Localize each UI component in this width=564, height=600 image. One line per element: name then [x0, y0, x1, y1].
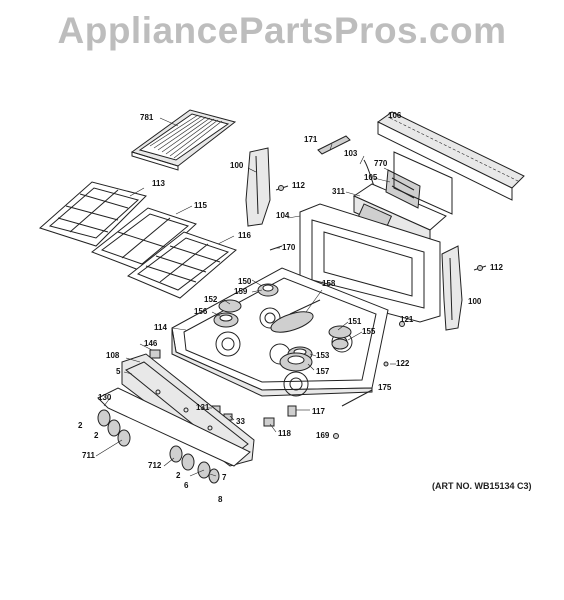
- callout-2-middle: 2: [94, 431, 99, 440]
- callout-155: 155: [362, 327, 376, 336]
- callout-2-lower: 2: [176, 471, 181, 480]
- callout-770: 770: [374, 159, 388, 168]
- center-grate-part[interactable]: [90, 207, 197, 273]
- callout-311: 311: [332, 187, 345, 196]
- control-enclosure-part[interactable]: [393, 151, 453, 215]
- watermark: AppliancePartsPros.com: [57, 10, 507, 51]
- callout-170: 170: [282, 243, 296, 252]
- callout-121: 121: [400, 315, 414, 324]
- part-146[interactable]: [149, 349, 161, 359]
- callout-146: 146: [144, 339, 158, 348]
- part-118[interactable]: [263, 417, 275, 427]
- callout-118: 118: [278, 429, 291, 438]
- fastener-121[interactable]: [399, 321, 405, 327]
- callout-150: 150: [238, 277, 252, 286]
- burner-157[interactable]: [279, 352, 313, 372]
- burner-158[interactable]: [269, 299, 321, 336]
- vent-trim-part[interactable]: [377, 111, 525, 201]
- callout-169: 169: [316, 431, 330, 440]
- callout-104: 104: [276, 211, 290, 220]
- knob-130-b[interactable]: [107, 419, 121, 437]
- burner-152[interactable]: [218, 299, 242, 313]
- fastener-169[interactable]: [333, 433, 339, 439]
- callout-116: 116: [238, 231, 251, 240]
- callout-152: 152: [204, 295, 218, 304]
- screw-112-left[interactable]: [275, 185, 289, 191]
- callout-151: 151: [348, 317, 362, 326]
- part-117[interactable]: [287, 405, 297, 417]
- knob-6[interactable]: [208, 468, 220, 484]
- griddle-part[interactable]: [130, 109, 237, 171]
- part-171[interactable]: [317, 135, 351, 155]
- right-side-trim-part[interactable]: [441, 245, 463, 331]
- callout-7: 7: [222, 473, 227, 482]
- callout-131: 131: [196, 403, 210, 412]
- callout-8: 8: [218, 495, 223, 504]
- callout-100-left: 100: [230, 161, 244, 170]
- knob-711[interactable]: [117, 429, 131, 447]
- callout-712: 712: [148, 461, 162, 470]
- callout-2-upper: 2: [78, 421, 83, 430]
- callout-122: 122: [396, 359, 410, 368]
- right-grate-part[interactable]: [127, 231, 237, 299]
- callout-158: 158: [322, 279, 336, 288]
- knob-712-a[interactable]: [169, 445, 183, 463]
- callout-106: 106: [388, 111, 402, 120]
- callout-171: 171: [304, 135, 318, 144]
- callout-130: 130: [98, 393, 112, 402]
- rod-175[interactable]: [341, 389, 373, 407]
- callout-113: 113: [152, 179, 165, 188]
- callout-6: 6: [184, 481, 189, 490]
- callout-781: 781: [140, 113, 154, 122]
- fastener-122[interactable]: [383, 361, 389, 367]
- callout-112-left: 112: [292, 181, 305, 190]
- callout-103: 103: [344, 149, 358, 158]
- burner-150[interactable]: [257, 283, 279, 297]
- burner-156[interactable]: [213, 312, 239, 328]
- knob-130-a[interactable]: [97, 409, 111, 427]
- callout-711: 711: [82, 451, 95, 460]
- burner-155[interactable]: [331, 338, 349, 350]
- callout-156: 156: [194, 307, 208, 316]
- callout-105: 105: [364, 173, 378, 182]
- callout-100-right: 100: [468, 297, 482, 306]
- callout-33: 33: [236, 417, 245, 426]
- left-grate-part[interactable]: [39, 181, 147, 247]
- callout-153: 153: [316, 351, 330, 360]
- callout-159: 159: [234, 287, 248, 296]
- callout-175: 175: [378, 383, 392, 392]
- callout-157: 157: [316, 367, 330, 376]
- knob-712-b[interactable]: [181, 453, 195, 471]
- callout-5: 5: [116, 367, 121, 376]
- callout-112-right: 112: [490, 263, 503, 272]
- screw-112-right[interactable]: [473, 265, 487, 271]
- leader-lines: [95, 117, 397, 477]
- callout-108: 108: [106, 351, 120, 360]
- burner-151[interactable]: [328, 325, 352, 339]
- art-number: (ART NO. WB15134 C3): [432, 481, 532, 491]
- callout-115: 115: [194, 201, 207, 210]
- callout-114: 114: [154, 323, 167, 332]
- left-side-trim-part[interactable]: [245, 147, 271, 227]
- callout-117: 117: [312, 407, 325, 416]
- manifold-bracket-part[interactable]: [97, 387, 251, 467]
